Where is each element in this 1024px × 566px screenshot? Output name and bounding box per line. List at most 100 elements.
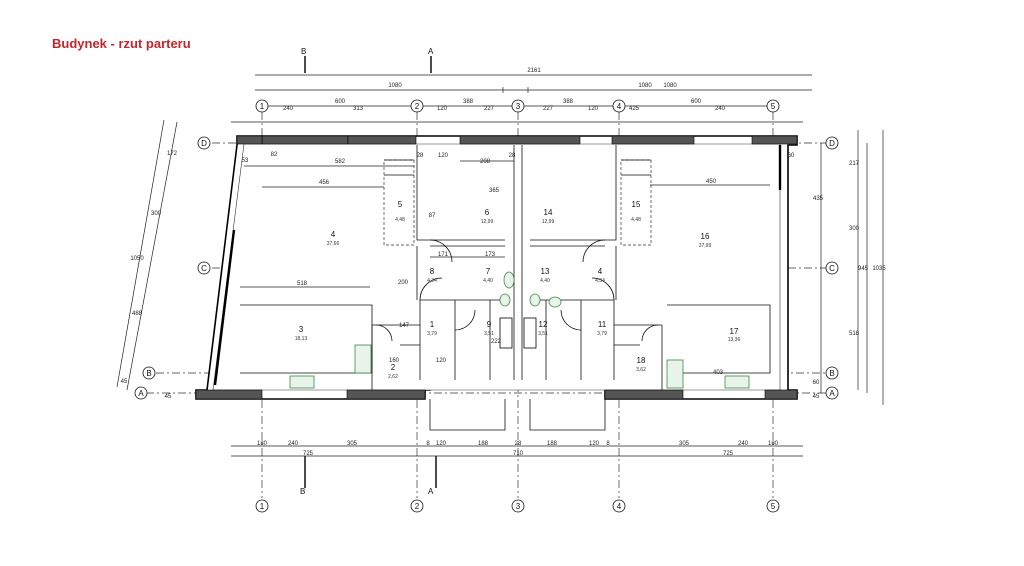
- boiler-icon: [523, 317, 537, 349]
- dimension-label: 172: [167, 151, 178, 157]
- room-area: 13,36: [728, 337, 741, 343]
- room-label: 113,79: [597, 320, 607, 337]
- left-dimensions: 1050 172 300 488 45 45: [116, 119, 178, 400]
- dim-overall: 2161: [527, 68, 541, 74]
- sanitary-fixtures: [289, 271, 750, 389]
- dimension-label: 28: [509, 153, 516, 159]
- room-area: 37,99: [699, 243, 712, 249]
- dimension-label: 240: [738, 441, 749, 447]
- dimension-label: 8: [426, 441, 430, 447]
- room-label: 612,99: [481, 208, 494, 225]
- dimension-label: 403: [713, 370, 724, 376]
- section-b-top: B: [301, 47, 306, 56]
- room-area: 4,40: [540, 278, 550, 284]
- room-label: 84,34: [427, 267, 437, 284]
- dimension-label: 365: [489, 188, 500, 194]
- dimension-label: 147: [399, 323, 410, 329]
- dim-part: 425: [629, 106, 640, 112]
- room-area: 3,79: [597, 331, 607, 337]
- dimension-label: 200: [398, 280, 409, 286]
- room-area: 3,51: [538, 331, 548, 337]
- right-dimensions: 217 435 300 945 1035 518 60 45: [813, 130, 886, 405]
- axis-label-d: D: [201, 139, 207, 148]
- dim-axis: 388: [563, 99, 574, 105]
- dimension-label: 87: [429, 213, 436, 219]
- dim-axis: 388: [463, 99, 474, 105]
- dim-half: 1080: [638, 83, 652, 89]
- room-number: 17: [730, 327, 739, 336]
- toilet-icon: [529, 293, 541, 307]
- toilet-icon: [499, 293, 511, 307]
- dimension-label: 28: [417, 153, 424, 159]
- dimension-label: 208: [480, 159, 491, 165]
- axis-label-c: C: [829, 264, 835, 273]
- dimension-label: 435: [813, 196, 824, 202]
- room-label: 44,34: [595, 267, 605, 284]
- inner-dimensions: 53 82 582 456 28 120 208 28 365 87 171 1…: [240, 152, 795, 376]
- dim-half: 1080: [388, 83, 402, 89]
- sink-icon: [724, 375, 750, 389]
- room-area: 12,99: [542, 219, 555, 225]
- axis-label-c: C: [201, 264, 207, 273]
- room-label: 318,13: [295, 325, 308, 342]
- room-number: 15: [632, 200, 641, 209]
- room-area: 3,51: [484, 331, 494, 337]
- dimension-label: 120: [436, 441, 447, 447]
- dim-axis: 600: [691, 99, 702, 105]
- room-label: 123,51: [538, 320, 548, 337]
- room-number: 18: [637, 356, 646, 365]
- dimension-label: 45: [165, 394, 172, 400]
- room-label: 74,40: [483, 267, 493, 284]
- drawing-title: Budynek - rzut parteru: [52, 36, 191, 51]
- axis-label-5: 5: [771, 502, 776, 511]
- dimension-label: 1035: [872, 266, 886, 272]
- room-area: 18,13: [295, 336, 308, 342]
- axis-label-b: B: [146, 369, 151, 378]
- room-label: 54,48: [395, 200, 405, 223]
- washbasin-icon: [503, 271, 515, 289]
- dimension-label: 710: [513, 451, 524, 457]
- dimension-label: 82: [271, 152, 278, 158]
- room-label: 183,62: [636, 356, 646, 373]
- dimension-label: 1050: [130, 256, 144, 262]
- room-number: 4: [331, 230, 336, 239]
- room-number: 2: [391, 363, 396, 372]
- room-number: 14: [544, 208, 553, 217]
- axis-label-a: A: [138, 389, 144, 398]
- dim-half: 1080: [663, 83, 677, 89]
- dimension-label: 217: [849, 161, 860, 167]
- room-label: 22,62: [388, 363, 398, 380]
- dim-part: 313: [353, 106, 364, 112]
- dimension-label: 53: [242, 158, 249, 164]
- axis-label-4: 4: [617, 102, 622, 111]
- room-number: 7: [486, 267, 491, 276]
- room-number: 13: [541, 267, 550, 276]
- room-number: 16: [701, 232, 710, 241]
- dimension-label: 305: [347, 441, 358, 447]
- dim-part: 240: [283, 106, 294, 112]
- dim-part: 227: [484, 106, 495, 112]
- bottom-dimensions: 180 240 305 8 120 188 28 188 120 8 305 2…: [231, 441, 803, 457]
- dimension-label: 518: [297, 281, 308, 287]
- room-number: 8: [430, 267, 435, 276]
- room-number: 6: [485, 208, 490, 217]
- axis-label-b: B: [829, 369, 834, 378]
- dimension-label: 120: [436, 358, 447, 364]
- stove-icon: [666, 359, 684, 389]
- dimension-label: 180: [768, 441, 779, 447]
- room-area: 4,40: [483, 278, 493, 284]
- washbasin-icon: [548, 296, 562, 308]
- dim-part: 120: [588, 106, 599, 112]
- boiler-icon: [499, 317, 513, 349]
- dimension-label: 450: [706, 179, 717, 185]
- room-label: 93,51: [484, 320, 494, 337]
- dimension-label: 300: [151, 211, 162, 217]
- room-area: 37,66: [327, 241, 340, 247]
- room-label: 16 37,99: [699, 232, 712, 249]
- room-area: 2,62: [388, 374, 398, 380]
- axis-label-1: 1: [260, 502, 265, 511]
- room-area: 12,99: [481, 219, 494, 225]
- dimension-label: 120: [589, 441, 600, 447]
- room-label: 13,79: [427, 320, 437, 337]
